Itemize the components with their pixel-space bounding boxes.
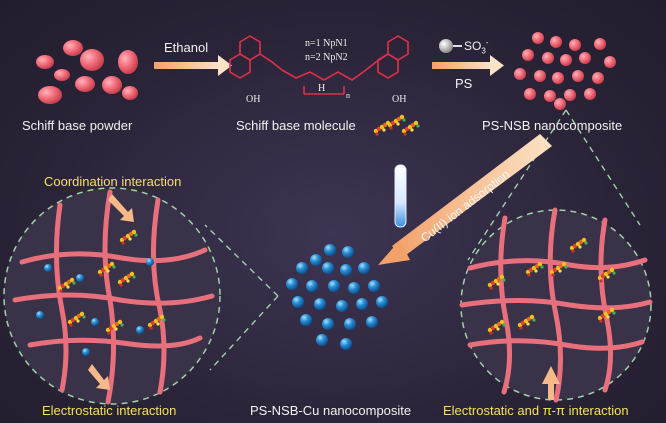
left-zoom-circle	[3, 187, 221, 405]
ps-nsb-particles	[514, 32, 616, 110]
label-ps: PS	[455, 76, 473, 91]
label-n-sub: n	[346, 91, 350, 100]
label-schiff-base-molecule: Schiff base molecule	[236, 118, 356, 133]
label-ps-nsb-nanocomposite: PS-NSB nanocomposite	[482, 118, 623, 133]
test-tube	[394, 164, 407, 228]
label-electrostatic-interaction: Electrostatic interaction	[42, 403, 177, 418]
ps-arrow	[432, 55, 504, 76]
label-h: H	[318, 83, 326, 94]
label-ethanol: Ethanol	[164, 40, 209, 55]
ethanol-arrow	[154, 55, 232, 76]
schiff-base-3d-model	[373, 114, 420, 136]
label-oh-right: OH	[392, 94, 407, 105]
label-n1: n=1 NpN1	[305, 38, 348, 49]
label-n2: n=2 NpN2	[305, 52, 348, 63]
ps-nsb-cu-particles	[286, 244, 388, 350]
schiff-base-structure	[229, 35, 409, 95]
zoom-guides	[204, 109, 641, 371]
cu-adsorption-arrow	[378, 134, 552, 265]
label-coordination-interaction: Coordination interaction	[44, 174, 182, 189]
label-electrostatic-pi-interaction: Electrostatic and π-π interaction	[443, 403, 629, 418]
label-ps-nsb-cu-nanocomposite: PS-NSB-Cu nanocomposite	[250, 403, 412, 418]
label-oh-left: OH	[246, 94, 261, 105]
label-schiff-base-powder: Schiff base powder	[22, 118, 133, 133]
sulfonate-group	[439, 39, 462, 53]
schiff-base-powder	[36, 40, 138, 104]
right-zoom-circle	[459, 207, 653, 403]
label-so3: SO3-	[464, 38, 489, 56]
